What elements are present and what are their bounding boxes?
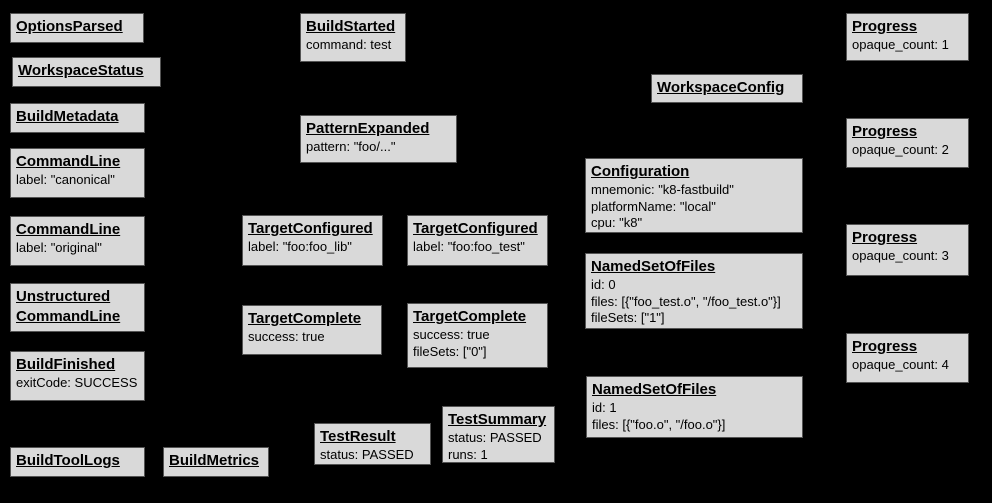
event-node-field: status: PASSED — [320, 447, 414, 462]
node-progress-4: Progress opaque_count: 4 — [846, 333, 969, 383]
event-node-field: opaque_count: 1 — [852, 37, 949, 52]
event-node-title: BuildToolLogs — [16, 452, 120, 469]
event-node-title: Progress — [852, 18, 918, 35]
event-node-title: CommandLine — [16, 221, 121, 238]
event-node-title: TargetConfigured — [413, 220, 538, 237]
event-node-title: Progress — [852, 338, 918, 355]
node-progress-2: Progress opaque_count: 2 — [846, 118, 969, 168]
event-node-field: opaque_count: 4 — [852, 357, 949, 372]
node-options-parsed: OptionsParsed — [10, 13, 144, 43]
event-node-field: opaque_count: 2 — [852, 142, 949, 157]
node-unstructured-command-line: Unstructured CommandLine — [10, 283, 145, 332]
event-node-field: status: PASSED — [448, 430, 542, 445]
node-target-complete-foo-lib: TargetComplete success: true — [242, 305, 382, 355]
node-test-result: TestResult status: PASSED — [314, 423, 431, 465]
event-node-title: NamedSetOfFiles — [591, 258, 716, 275]
event-node-field: files: [{"foo.o", "/foo.o"}] — [592, 416, 726, 432]
node-progress-1: Progress opaque_count: 1 — [846, 13, 969, 61]
event-node-field: success: true — [248, 329, 325, 344]
event-node-field: command: test — [306, 37, 392, 52]
event-node-field: label: "canonical" — [16, 172, 115, 187]
event-node-title: TargetComplete — [413, 308, 527, 325]
event-node-title: Progress — [852, 229, 918, 246]
event-node-title: WorkspaceStatus — [18, 62, 144, 79]
event-node-field: mnemonic: "k8-fastbuild" — [591, 182, 734, 197]
event-node-field: fileSets: ["0"] — [413, 343, 487, 359]
event-node-title: TestSummary — [448, 411, 547, 428]
node-build-metadata: BuildMetadata — [10, 103, 145, 133]
node-build-finished: BuildFinished exitCode: SUCCESS — [10, 351, 145, 401]
event-node-title: TestResult — [320, 428, 396, 445]
event-node-field: label: "foo:foo_test" — [413, 239, 525, 254]
event-node-title: BuildStarted — [306, 18, 396, 35]
event-node-title: TargetComplete — [248, 310, 362, 327]
event-node-title: OptionsParsed — [16, 18, 123, 35]
node-command-line-original: CommandLine label: "original" — [10, 216, 145, 266]
event-node-title: CommandLine — [16, 153, 121, 170]
node-progress-3: Progress opaque_count: 3 — [846, 224, 969, 276]
event-node-title: Configuration — [591, 163, 690, 180]
event-node-title: BuildFinished — [16, 356, 116, 373]
event-node-title: BuildMetrics — [169, 452, 260, 469]
event-node-field: id: 0 — [591, 277, 616, 292]
node-build-started: BuildStarted command: test — [300, 13, 406, 62]
event-node-field: cpu: "k8" — [591, 215, 643, 230]
node-configuration: Configuration mnemonic: "k8-fastbuild"pl… — [585, 158, 803, 233]
node-build-metrics: BuildMetrics — [163, 447, 269, 477]
node-workspace-config: WorkspaceConfig — [651, 74, 803, 103]
event-node-title: TargetConfigured — [248, 220, 373, 237]
event-node-field: opaque_count: 3 — [852, 248, 949, 263]
event-node-field: runs: 1 — [448, 446, 488, 462]
node-target-configured-foo-test: TargetConfigured label: "foo:foo_test" — [407, 215, 548, 266]
event-node-title: BuildMetadata — [16, 108, 119, 125]
event-node-field: id: 1 — [592, 400, 617, 415]
event-node-field: fileSets: ["1"] — [591, 310, 665, 325]
node-command-line-canonical: CommandLine label: "canonical" — [10, 148, 145, 198]
event-node-title: Unstructured CommandLine — [16, 288, 121, 325]
event-node-title: PatternExpanded — [306, 120, 430, 137]
event-node-field: pattern: "foo/..." — [306, 139, 396, 154]
node-build-tool-logs: BuildToolLogs — [10, 447, 145, 477]
event-node-field: exitCode: SUCCESS — [16, 375, 138, 390]
event-node-field: label: "foo:foo_lib" — [248, 239, 352, 254]
event-node-field: platformName: "local" — [591, 198, 716, 214]
node-pattern-expanded: PatternExpanded pattern: "foo/..." — [300, 115, 457, 163]
node-workspace-status: WorkspaceStatus — [12, 57, 161, 87]
event-node-field: label: "original" — [16, 240, 102, 255]
event-node-field: files: [{"foo_test.o", "/foo_test.o"}] — [591, 293, 781, 309]
event-node-field: success: true — [413, 327, 490, 342]
event-node-title: WorkspaceConfig — [657, 79, 785, 96]
event-node-title: Progress — [852, 123, 918, 140]
node-target-configured-foo-lib: TargetConfigured label: "foo:foo_lib" — [242, 215, 383, 266]
event-node-title: NamedSetOfFiles — [592, 381, 717, 398]
